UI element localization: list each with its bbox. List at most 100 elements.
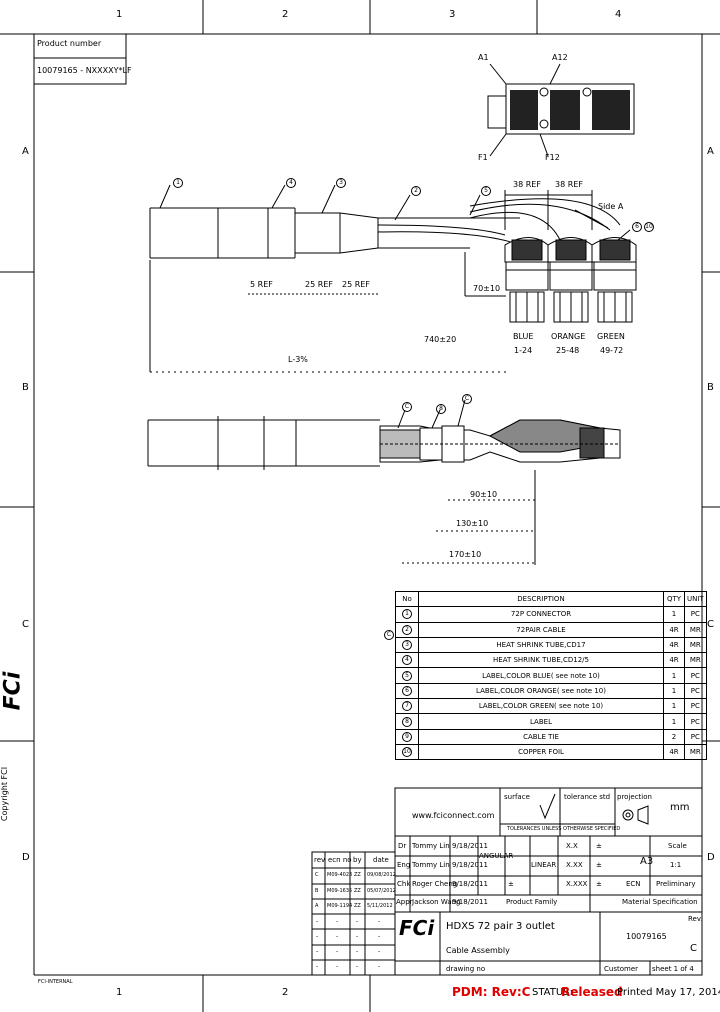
rev-row: - bbox=[316, 933, 319, 940]
group-green-label: GREEN bbox=[597, 332, 625, 341]
dr-date: 9/18/2011 bbox=[452, 842, 488, 850]
dim-25-ref-b: 25 REF bbox=[342, 280, 370, 289]
drawing-title: HDXS 72 pair 3 outlet bbox=[446, 921, 555, 932]
drawing-subtitle: Cable Assembly bbox=[446, 946, 510, 955]
chk-name: Roger Cheng bbox=[412, 880, 458, 888]
linear-label: LINEAR bbox=[531, 861, 557, 869]
internal-note: FCI-INTERNAL bbox=[38, 979, 73, 985]
plug-orange bbox=[547, 237, 593, 323]
copyright-text: Copyright FCI bbox=[0, 766, 10, 822]
preliminary-label: Preliminary bbox=[656, 880, 696, 888]
tol-x: X.X bbox=[566, 842, 578, 850]
drawing-no-label: drawing no bbox=[446, 965, 486, 973]
dim-25-ref-a: 25 REF bbox=[305, 280, 333, 289]
rev-header-date: date bbox=[373, 856, 389, 864]
chk-date: 9/18/2011 bbox=[452, 880, 488, 888]
tolerance-note: TOLERANCES UNLESS OTHERWISE SPECIFIED bbox=[507, 826, 621, 832]
rev-row: B bbox=[315, 888, 319, 894]
dim-170: 170±10 bbox=[449, 550, 482, 559]
tol-pm-3: ± bbox=[596, 880, 602, 888]
tol-pm-2: ± bbox=[596, 861, 602, 869]
bom-side-marker: C bbox=[384, 630, 394, 640]
angular-label: ANGULAR bbox=[479, 852, 514, 860]
side-callout-8: 8 bbox=[436, 404, 446, 414]
eng-name: Tommy Lin bbox=[412, 861, 450, 869]
tolerance-label: tolerance std bbox=[564, 793, 611, 801]
dim-38-ref-b: 38 REF bbox=[555, 180, 583, 189]
side-callout-c2: C bbox=[462, 394, 472, 404]
bom-header-unit: UNIT bbox=[684, 590, 707, 608]
column-label-4: 4 bbox=[615, 9, 622, 20]
tol-xx: X.XX bbox=[566, 861, 583, 869]
pin-label-a1: A1 bbox=[478, 53, 489, 62]
rev-row: C bbox=[315, 872, 319, 878]
product-number-header: Product number bbox=[37, 39, 102, 48]
appr-name: Jackson Wang bbox=[412, 898, 461, 906]
pin-label-a12: A12 bbox=[552, 53, 568, 62]
callout-4: 4 bbox=[286, 178, 296, 188]
rev-header-ecn: ecn no bbox=[328, 856, 352, 864]
dim-5-ref: 5 REF bbox=[250, 280, 273, 289]
row-label-a-right: A bbox=[707, 146, 714, 157]
tol-pm-1: ± bbox=[596, 842, 602, 850]
row-label-c-left: C bbox=[22, 619, 29, 630]
plug-blue bbox=[504, 237, 549, 323]
column-label-2: 2 bbox=[282, 9, 289, 20]
material-spec-label: Material Specification bbox=[622, 898, 698, 906]
rev-row: - bbox=[316, 948, 319, 955]
dim-length: L-3% bbox=[288, 355, 308, 364]
eng-label: Eng bbox=[397, 861, 411, 869]
sheet-count: sheet 1 of 4 bbox=[652, 965, 694, 973]
ecn-label: ECN bbox=[626, 880, 641, 888]
pin-label-f1: F1 bbox=[478, 153, 488, 162]
scale-label: Scale bbox=[668, 842, 687, 850]
document-number: 10079165 bbox=[626, 932, 667, 941]
unit-label: mm bbox=[670, 802, 690, 813]
row-label-b-right: B bbox=[707, 382, 714, 393]
rev-row: A bbox=[315, 903, 319, 909]
title-block-logo: FCi bbox=[399, 916, 435, 940]
rev-row: - bbox=[316, 963, 319, 970]
surface-label: surface bbox=[504, 793, 530, 801]
plug-green bbox=[591, 237, 637, 323]
rev-row: - bbox=[316, 918, 319, 925]
group-blue-range: 1-24 bbox=[514, 346, 533, 355]
row-label-d-right: D bbox=[707, 852, 715, 863]
column-label-1: 1 bbox=[116, 9, 123, 20]
dr-name: Tommy Lin bbox=[412, 842, 450, 850]
pin-label-f12: F12 bbox=[545, 153, 560, 162]
bottom-column-label-1: 1 bbox=[116, 987, 123, 998]
printed-date: Printed May 17, 2014 bbox=[617, 987, 720, 998]
tol-xxx: X.XXX bbox=[566, 880, 588, 888]
appr-date: 9/18/2011 bbox=[452, 898, 488, 906]
side-fci-logo: FCi bbox=[0, 671, 26, 711]
status-label: STATUS: bbox=[532, 987, 573, 998]
callout-5: 5 bbox=[481, 186, 491, 196]
bom-header-description: DESCRIPTION bbox=[418, 590, 664, 608]
row-label-c-right: C bbox=[707, 619, 714, 630]
angular-pm: ± bbox=[508, 880, 514, 888]
callout-3: 3 bbox=[336, 178, 346, 188]
row-label-b-left: B bbox=[22, 382, 29, 393]
bom-header-qty: QTY bbox=[663, 590, 685, 608]
rev-header-rev: rev bbox=[314, 856, 326, 864]
rev-value: C bbox=[690, 943, 697, 954]
side-callout-c1: C bbox=[402, 402, 412, 412]
dim-740: 740±20 bbox=[424, 335, 457, 344]
group-orange-range: 25-48 bbox=[556, 346, 580, 355]
bottom-column-label-2: 2 bbox=[282, 987, 289, 998]
dim-130: 130±10 bbox=[456, 519, 489, 528]
chk-label: Chk bbox=[397, 880, 411, 888]
callout-6: 6 bbox=[632, 222, 642, 232]
